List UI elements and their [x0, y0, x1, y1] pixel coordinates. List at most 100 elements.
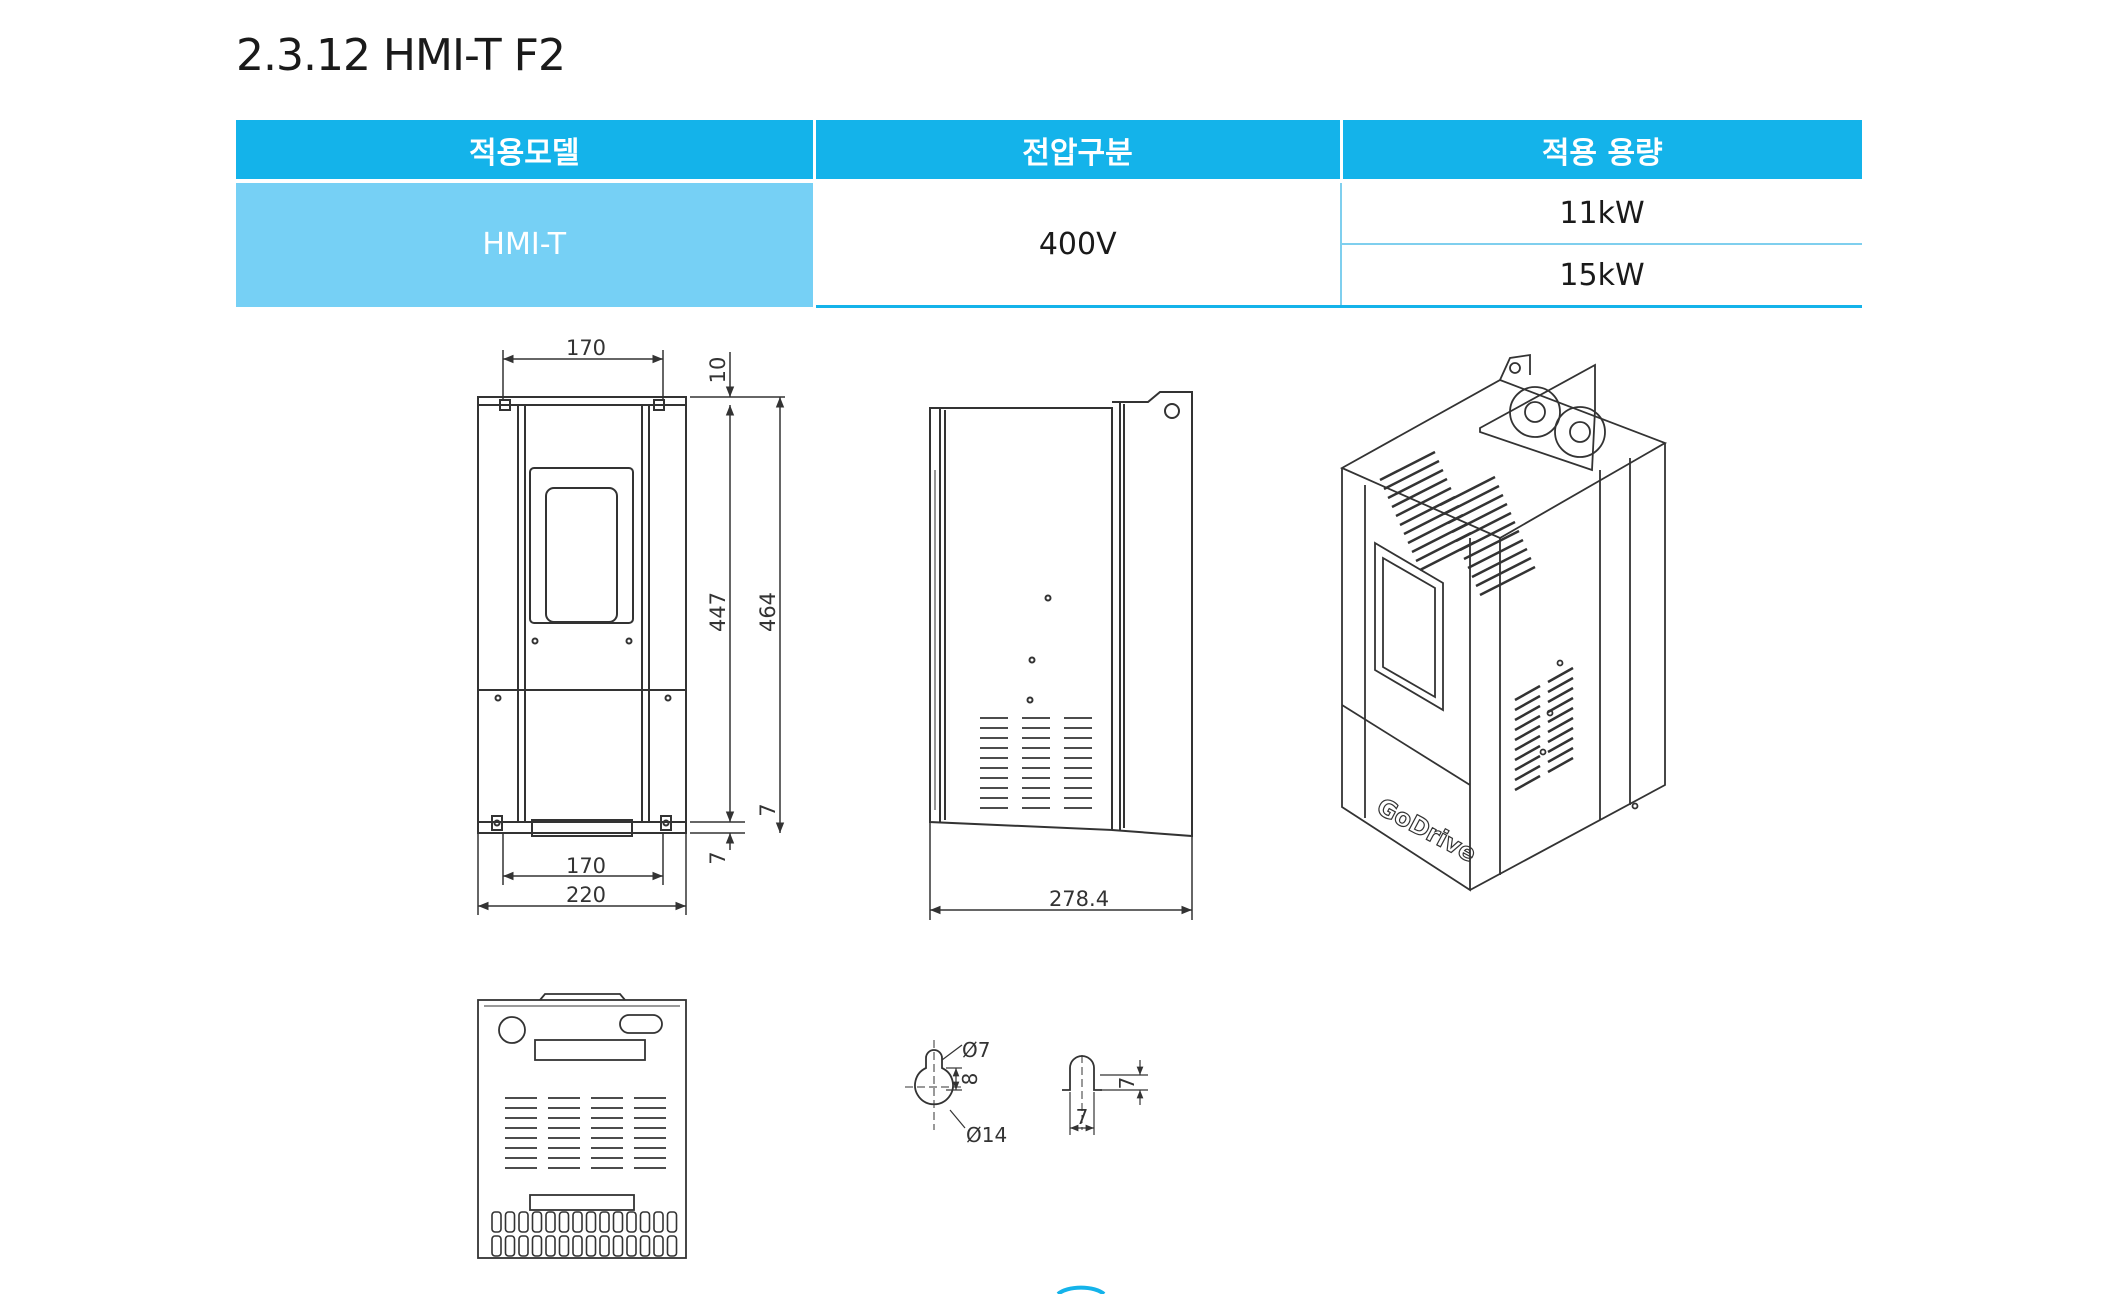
capacity-cell-1: 11kW: [1341, 181, 1862, 245]
vent-slot: [666, 1211, 678, 1233]
vent-slot: [1547, 736, 1574, 754]
vent-slot: [1547, 726, 1574, 744]
header-voltage: 전압구분: [814, 120, 1343, 183]
vent-slot: [518, 1211, 529, 1233]
vent-slot: [653, 1235, 664, 1257]
spec-table: 적용모델 전압구분 적용 용량 HMI-T 400V 11kW 15kW: [236, 120, 1862, 308]
vent-slot: [599, 1211, 610, 1233]
vent-slot: [558, 1211, 570, 1233]
vent-slot: [1475, 556, 1532, 588]
front-view: [477, 396, 687, 837]
vent-slot: [639, 1235, 651, 1257]
vent-slot: [1514, 744, 1541, 762]
dim-small-diameter: Ø7: [962, 1038, 990, 1062]
spec-table-header: 적용모델 전압구분 적용 용량: [236, 120, 1862, 183]
vent-slot: [1467, 538, 1524, 570]
vent-slot: [1514, 684, 1541, 702]
iso-vents: [1379, 450, 1574, 792]
bottom-slots: [491, 1211, 678, 1257]
side-dimensions: [929, 822, 1193, 920]
vent-slot: [531, 1211, 543, 1233]
vent-slot: [1514, 704, 1541, 722]
vent-slot: [612, 1211, 624, 1233]
vent-slot: [1379, 450, 1436, 482]
vent-slot: [653, 1211, 664, 1233]
page-marker: [1056, 1285, 1106, 1294]
dim-slot-height: 7: [1115, 1077, 1139, 1090]
spec-row: HMI-T 400V 11kW: [236, 181, 1862, 308]
vent-slot: [1399, 495, 1456, 527]
vent-slot: [545, 1211, 556, 1233]
vent-slot: [1415, 531, 1472, 563]
dim-slot-width: 7: [1076, 1105, 1089, 1129]
front-dimensions: [477, 350, 785, 915]
vent-slot: [1547, 666, 1574, 684]
dim-bottom-offset-b: 7: [706, 851, 730, 864]
vent-slot: [1419, 540, 1476, 572]
isometric-view: GoDrive: [1339, 353, 1668, 892]
dim-bottom-offset-a: 7: [756, 803, 780, 816]
vent-slot: [1514, 724, 1541, 742]
dim-mount-width: 170: [566, 854, 606, 878]
vent-slot: [626, 1235, 637, 1257]
vent-slot: [491, 1235, 502, 1257]
vent-slot: [1547, 686, 1574, 704]
vent-slot: [1403, 504, 1460, 536]
dim-inner-height: 447: [706, 592, 730, 632]
dim-top-offset: 10: [706, 357, 730, 384]
vent-slot: [1547, 756, 1574, 774]
mount-hole-detail: [905, 1040, 1148, 1135]
vent-slot: [1463, 529, 1520, 561]
dim-slot-length: 8: [958, 1073, 982, 1086]
vent-slot: [545, 1235, 556, 1257]
side-vents: [980, 717, 1092, 809]
vent-slot: [599, 1235, 610, 1257]
bottom-vents: [505, 1097, 666, 1169]
dim-depth: 278.4: [1049, 887, 1109, 911]
vent-slot: [1391, 477, 1448, 509]
vent-slot: [666, 1235, 678, 1257]
bottom-view: [477, 993, 687, 1259]
model-cell: HMI-T: [236, 181, 816, 307]
vent-slot: [1395, 486, 1452, 518]
vent-slot: [1547, 706, 1574, 724]
dim-total-width: 220: [566, 883, 606, 907]
dim-total-height: 464: [756, 592, 780, 632]
spec-row: 15kW: [236, 244, 1862, 308]
vent-slot: [1514, 764, 1541, 782]
vent-slot: [1514, 774, 1541, 792]
vent-slot: [1514, 694, 1541, 712]
vent-slot: [531, 1235, 543, 1257]
header-capacity: 적용 용량: [1341, 120, 1862, 183]
vent-slot: [585, 1235, 597, 1257]
vent-slot: [1407, 513, 1464, 545]
vent-slot: [491, 1211, 502, 1233]
vent-slot: [1387, 468, 1444, 500]
vent-slot: [1547, 746, 1574, 764]
section-title: 2.3.12 HMI-T F2: [236, 30, 566, 81]
vent-slot: [504, 1235, 516, 1257]
vent-slot: [1471, 547, 1528, 579]
vent-slot: [1479, 565, 1536, 597]
capacity-cell-2: 15kW: [1341, 244, 1862, 308]
vent-slot: [504, 1211, 516, 1233]
vent-slot: [626, 1211, 637, 1233]
vent-slot: [1411, 522, 1468, 554]
vent-slot: [1514, 714, 1541, 732]
header-model: 적용모델: [236, 120, 816, 183]
vent-slot: [1383, 459, 1440, 491]
vent-slot: [1514, 754, 1541, 772]
vent-slot: [558, 1235, 570, 1257]
vent-slot: [585, 1211, 597, 1233]
vent-slot: [1547, 696, 1574, 714]
vent-slot: [1547, 676, 1574, 694]
vent-slot: [572, 1235, 583, 1257]
side-view: [929, 391, 1193, 838]
vent-slot: [612, 1235, 624, 1257]
vent-slot: [639, 1211, 651, 1233]
vent-slot: [1547, 716, 1574, 734]
vent-slot: [572, 1211, 583, 1233]
voltage-cell: 400V: [814, 181, 1342, 308]
isometric-logo: GoDrive: [1372, 793, 1481, 868]
